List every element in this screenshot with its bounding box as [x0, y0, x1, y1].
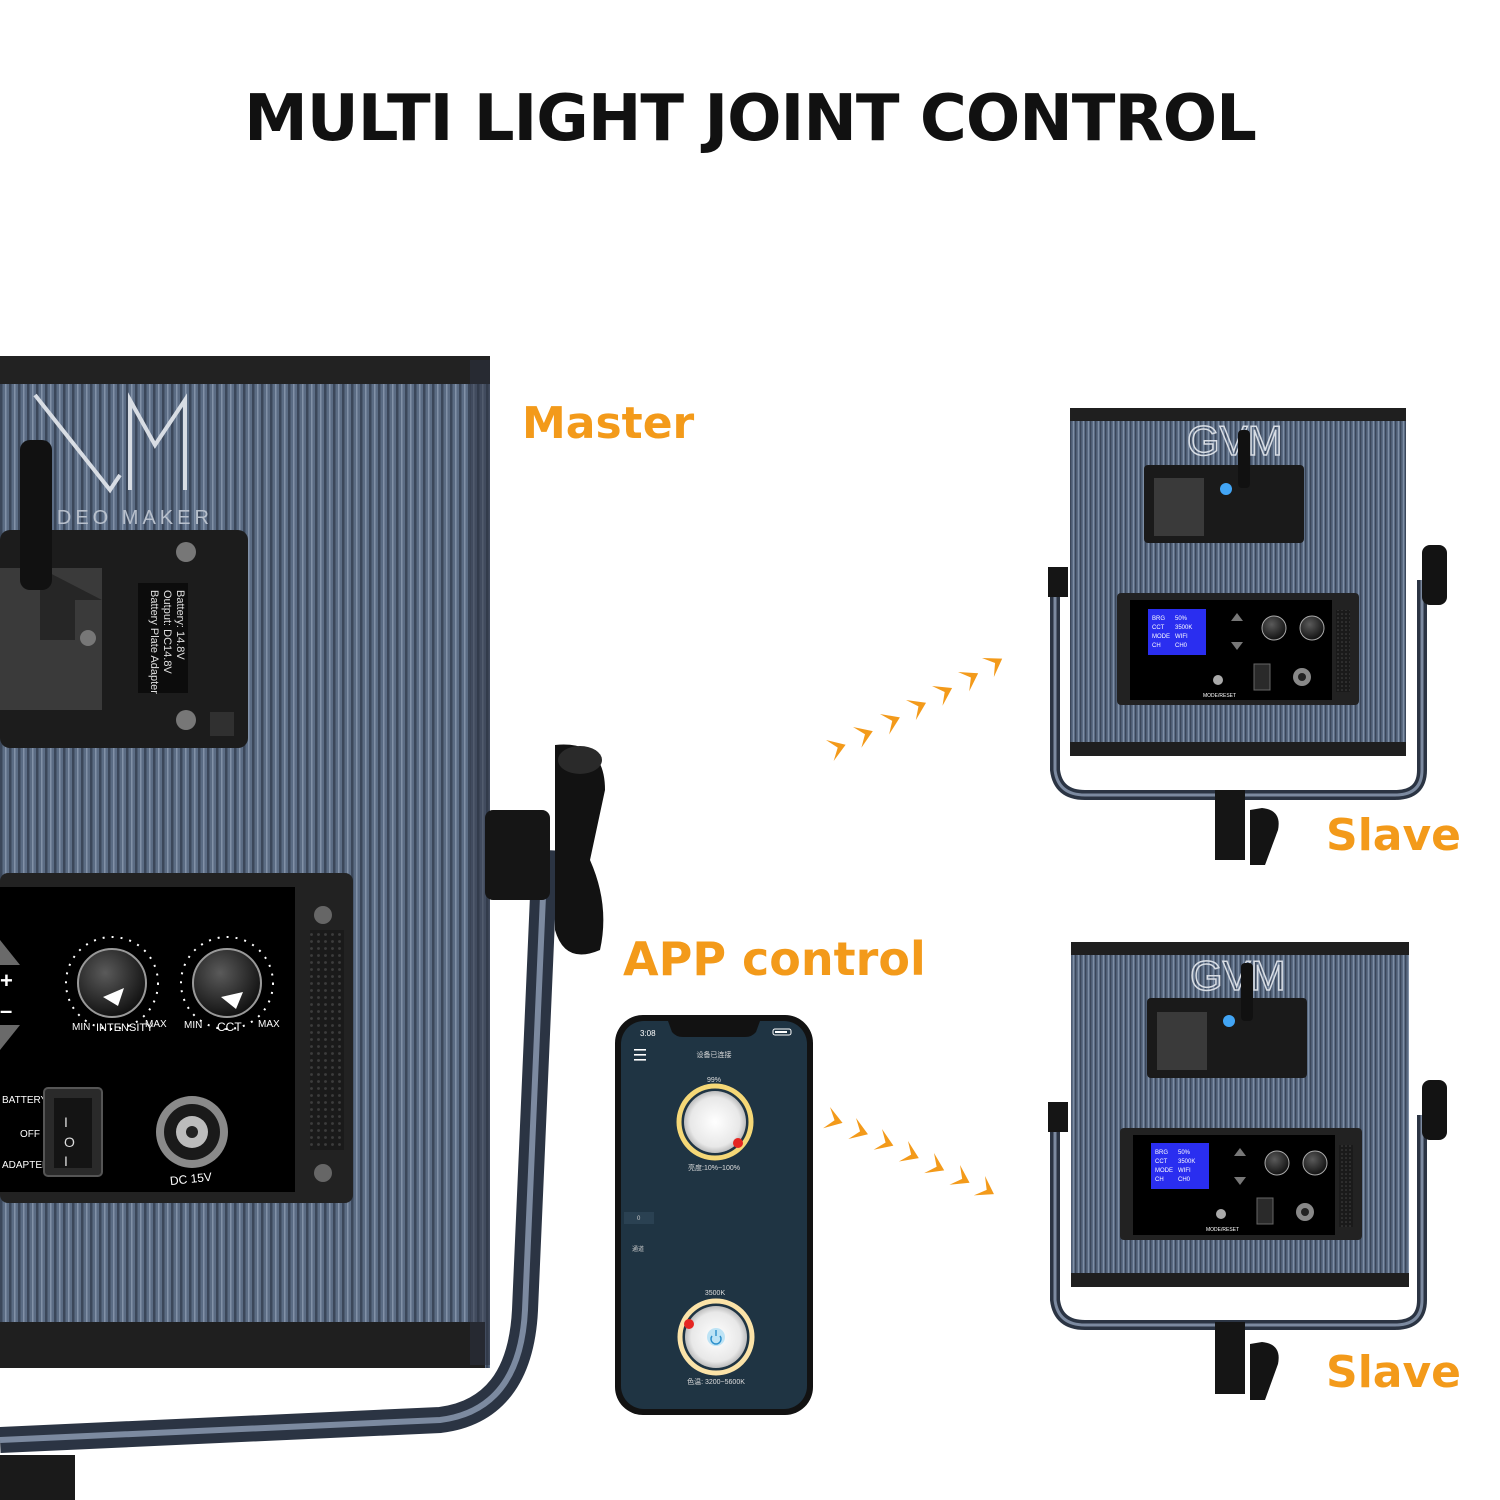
svg-text:BRG: BRG	[1155, 1150, 1168, 1156]
switch-off-label: OFF	[20, 1129, 40, 1140]
slave-label-bottom: Slave	[1326, 1347, 1461, 1398]
plus-label: +	[0, 968, 13, 993]
signal-arrows-to-bottom-slave	[823, 1107, 1000, 1204]
app-header-title: 设备已连接	[697, 1050, 732, 1059]
cct-range: 色温: 3200~5600K	[687, 1377, 745, 1386]
svg-text:BRG: BRG	[1152, 616, 1165, 622]
svg-text:3500K: 3500K	[1175, 625, 1192, 631]
master-lock-knob	[555, 744, 605, 955]
master-label: Master	[522, 398, 695, 449]
intensity-min: MIN	[72, 1022, 90, 1033]
svg-text:CH0: CH0	[1175, 643, 1188, 649]
adapter-label-line1: Battery Plate Adapter	[148, 590, 160, 694]
brightness-dial[interactable]	[676, 1083, 754, 1161]
svg-text:CH: CH	[1152, 643, 1161, 649]
master-light: VIDEO MAKER Battery Plate Adapter Output…	[0, 356, 605, 1500]
cct-value: 3500K	[705, 1290, 726, 1297]
svg-text:I: I	[64, 1153, 68, 1169]
signal-arrows-to-top-slave	[826, 649, 1009, 762]
slave-light-bottom: GVM BRG 50% CCT 3500K MODE WIFI CH CH0 M…	[1048, 942, 1447, 1400]
slave-top-brand-logo: GVM	[1187, 417, 1283, 464]
smartphone: 3:08 设备已连接 99% 亮度:10%~100% 0 通道 3500K 色温…	[615, 1015, 813, 1415]
svg-text:O: O	[64, 1134, 75, 1150]
master-brand-logo	[33, 392, 187, 494]
intensity-max: MAX	[145, 1019, 167, 1030]
dc-port	[156, 1096, 228, 1168]
svg-text:WIFI: WIFI	[1175, 634, 1188, 640]
channel-label[interactable]: 通道	[632, 1245, 644, 1253]
cct-knob	[180, 936, 274, 1030]
svg-text:MODE/RESET: MODE/RESET	[1206, 1227, 1239, 1233]
menu-icon[interactable]	[634, 1049, 646, 1061]
slave-bottom-brand-logo: GVM	[1190, 952, 1286, 999]
phone-time: 3:08	[640, 1029, 656, 1038]
svg-text:MODE/RESET: MODE/RESET	[1203, 693, 1236, 699]
intensity-name: INTENSITY	[96, 1022, 154, 1034]
brightness-value: 99%	[707, 1077, 721, 1084]
svg-text:CCT: CCT	[1155, 1159, 1168, 1165]
minus-label: –	[0, 998, 12, 1023]
cct-min: MIN	[184, 1020, 202, 1031]
svg-text:50%: 50%	[1175, 616, 1188, 622]
svg-text:CH: CH	[1155, 1177, 1164, 1183]
cct-dial[interactable]	[677, 1298, 755, 1376]
slave-label-top: Slave	[1326, 810, 1461, 861]
svg-text:WIFI: WIFI	[1178, 1168, 1191, 1174]
adapter-label-line2: Output: DC14.8V	[161, 590, 173, 674]
page-title: MULTI LIGHT JOINT CONTROL	[244, 82, 1257, 156]
cct-name: CCT	[217, 1020, 242, 1034]
channel-value: 0	[637, 1216, 641, 1222]
switch-battery-label: BATTERY	[2, 1095, 48, 1106]
switch-adapter-label: ADAPTER	[2, 1160, 49, 1171]
svg-text:I: I	[64, 1114, 68, 1130]
svg-text:MODE: MODE	[1152, 634, 1170, 640]
app-control-label: APP control	[623, 932, 926, 986]
master-control-panel: + – MIN INTENSITY MAX MIN CCT MAX BATTER…	[0, 873, 353, 1203]
dc-port-label: DC 15V	[169, 1170, 212, 1188]
slave-light-top: GVM BRG 50% CCT 3500K MODE WIFI CH CH0 M…	[1048, 408, 1447, 865]
svg-text:50%: 50%	[1178, 1150, 1191, 1156]
svg-text:CH0: CH0	[1178, 1177, 1191, 1183]
svg-text:3500K: 3500K	[1178, 1159, 1195, 1165]
adapter-label-line3: Battery: 14.8V	[174, 590, 186, 660]
master-brand-subtitle: VIDEO MAKER	[30, 507, 213, 529]
cct-max: MAX	[258, 1019, 280, 1030]
power-icon	[710, 1335, 722, 1345]
brightness-range: 亮度:10%~100%	[688, 1163, 740, 1172]
svg-text:MODE: MODE	[1155, 1168, 1173, 1174]
slave-top-lcd: BRG 50% CCT 3500K MODE WIFI CH CH0	[1148, 609, 1206, 655]
slave-bottom-lcd: BRG 50% CCT 3500K MODE WIFI CH CH0	[1151, 1143, 1209, 1189]
intensity-knob	[65, 936, 159, 1030]
svg-text:CCT: CCT	[1152, 625, 1165, 631]
